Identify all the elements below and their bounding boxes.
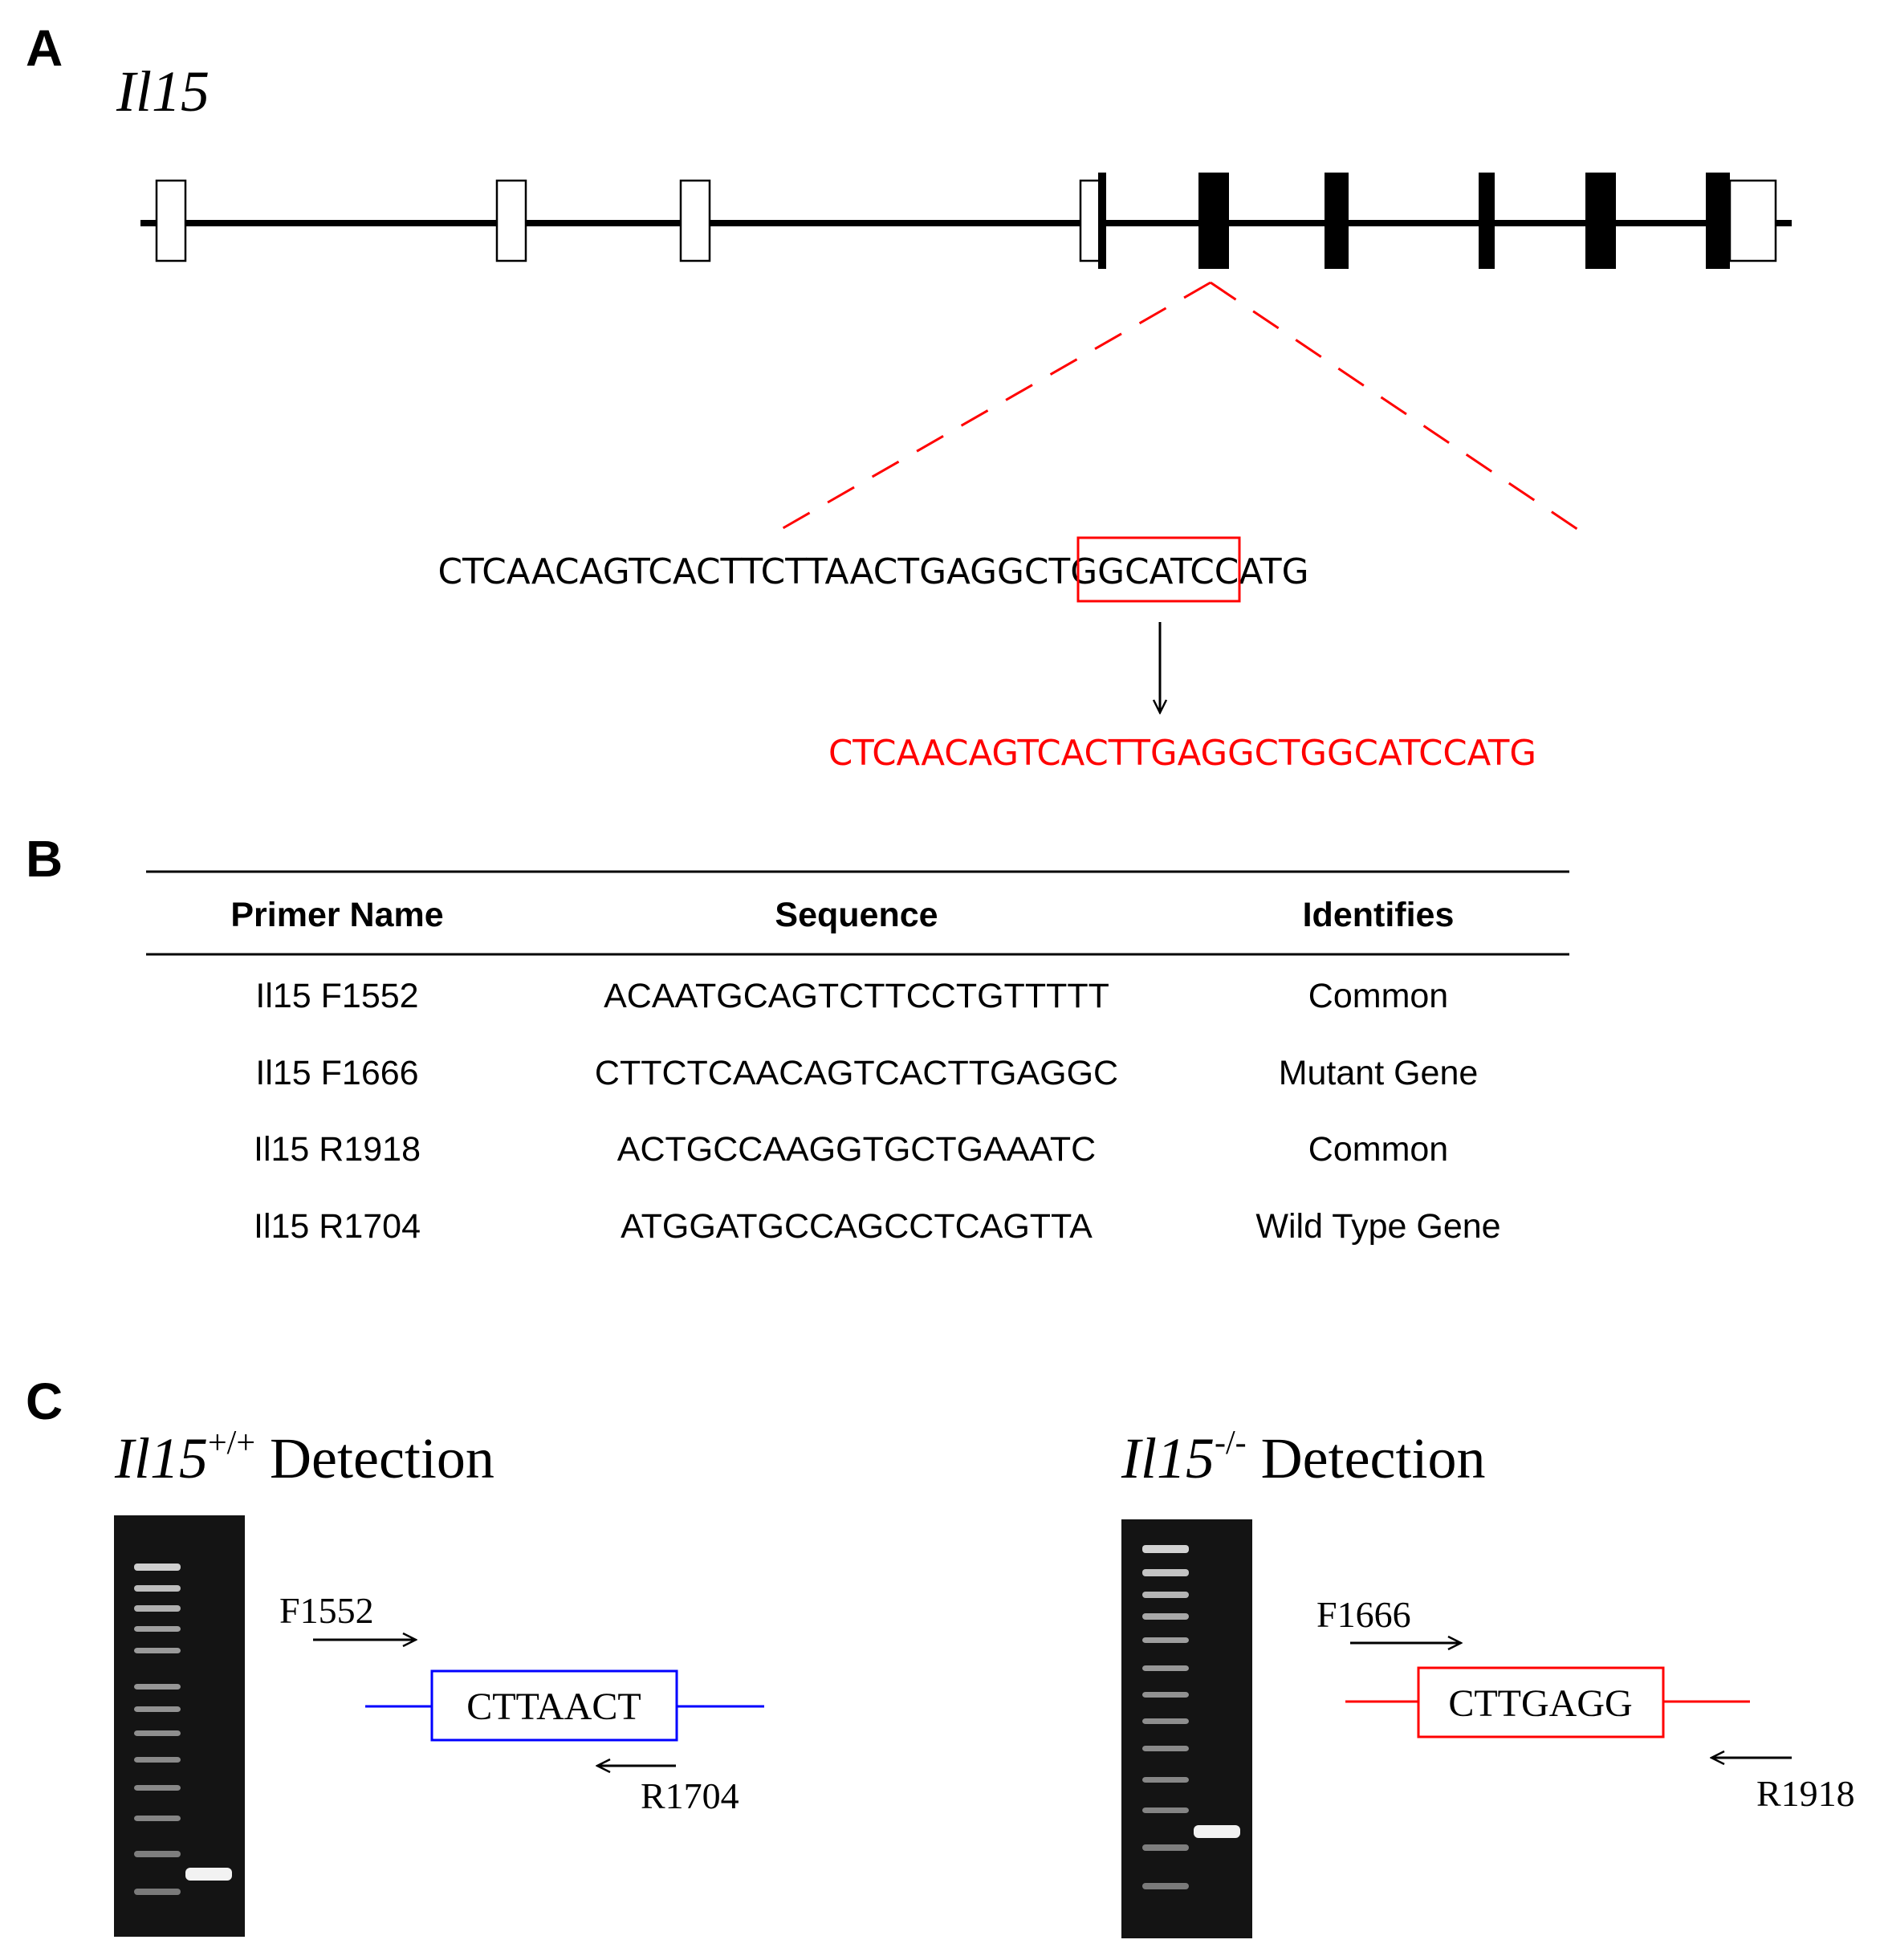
wt-target-box [430,1669,678,1742]
ko-detection-title: Il15-/- Detection [1121,1425,1486,1490]
wt-gene-name: Il15 [114,1426,208,1490]
deletion-highlight-box [1076,536,1241,603]
wt-detection-label: Detection [255,1426,494,1490]
ladder-band [134,1730,181,1736]
ko-forward-primer-label: F1666 [1316,1594,1411,1635]
cell-sequence: CTTCTCAACAGTCACTTGAGGC [595,1054,1118,1092]
ko-reverse-primer-label: R1918 [1756,1773,1855,1814]
ladder-band [134,1564,181,1571]
ladder-band [1142,1569,1189,1576]
wt-reverse-primer-label: R1704 [641,1775,739,1816]
ladder-band [134,1889,181,1895]
cell-identifies: Mutant Gene [1279,1054,1479,1092]
cell-primer-name: Il15 R1918 [254,1130,421,1169]
wt-gel-image [114,1515,245,1937]
ladder-band [134,1585,181,1592]
exon-noncoding-2 [495,179,527,262]
panel-a-label: A [26,19,63,77]
sample-band [1194,1825,1240,1838]
wildtype-sequence: CTCAACAGTCACTTCTTAACTGAGGCTGGCATCCATG [438,551,1309,592]
header-sequence: Sequence [775,896,938,934]
ladder-band [1142,1665,1189,1671]
ladder-band [1142,1637,1189,1643]
zoom-lines [768,281,1589,538]
exon-utr-3prime [1728,179,1777,262]
ladder-band [134,1684,181,1690]
zoom-line-left [768,281,1211,538]
zoom-line-right [1210,281,1589,538]
seq-suffix: GAGGCTGGCATCCATG [919,551,1308,592]
cell-identifies: Wild Type Gene [1255,1207,1500,1246]
ladder-band [134,1706,181,1712]
table-row: Il15 F1666 CTTCTCAACAGTCACTTGAGGC Mutant… [255,1054,1478,1092]
ladder-band [1142,1746,1189,1751]
ko-target-box [1417,1666,1665,1738]
exon-noncoding-3 [679,179,711,262]
ko-gene-name: Il15 [1121,1426,1215,1490]
header-identifies: Identifies [1303,896,1455,934]
exon-coding-5 [1585,173,1616,269]
ko-target-sequence: CTTGAGG [1448,1682,1632,1725]
ladder-band [134,1816,181,1821]
cell-sequence: ATGGATGCCAGCCTCAGTTA [621,1207,1093,1246]
seq-prefix: CTCAACAGTCACTT [438,551,763,592]
cell-primer-name: Il15 R1704 [254,1207,421,1246]
ladder-band [134,1605,181,1612]
ladder-band [1142,1613,1189,1620]
ladder-band [134,1851,181,1857]
exon-noncoding-4 [1079,179,1101,262]
exon-coding-start [1098,173,1106,269]
cell-identifies: Common [1308,977,1448,1015]
ladder-band [1142,1777,1189,1783]
ladder-band [1142,1844,1189,1851]
exon-coding-target [1198,173,1229,269]
exon-coding-3 [1325,173,1349,269]
ladder-band [1142,1718,1189,1724]
primer-table: Primer Name Sequence Identifies Il15 F15… [146,870,1569,1246]
mutant-sequence: CTCAACAGTCACTTGAGGCTGGCATCCATG [828,733,1536,774]
cell-sequence: ACAATGCAGTCTTCCTGTTTTT [604,977,1109,1015]
cell-primer-name: Il15 F1552 [255,977,418,1015]
cell-sequence: ACTGCCAAGGTGCTGAAATC [617,1130,1096,1169]
gene-structure [140,173,1792,269]
ko-genotype-superscript: -/- [1215,1425,1247,1462]
ladder-band [134,1626,181,1632]
ladder-band [1142,1808,1189,1813]
exon-coding-6 [1706,173,1730,269]
ladder-band [134,1785,181,1791]
ladder-band [134,1757,181,1763]
wt-detection-title: Il15+/+ Detection [114,1425,494,1490]
gene-title: Il15 [116,59,210,124]
ladder-band [1142,1592,1189,1598]
ladder-band [1142,1545,1189,1553]
ko-detection-label: Detection [1247,1426,1486,1490]
wt-genotype-superscript: +/+ [208,1425,255,1462]
table-row: Il15 R1704 ATGGATGCCAGCCTCAGTTA Wild Typ… [254,1207,1501,1246]
panel-b-label: B [26,830,63,888]
cell-primer-name: Il15 F1666 [255,1054,418,1092]
ladder-band [134,1648,181,1653]
ladder-band [1142,1692,1189,1698]
header-primer-name: Primer Name [230,896,443,934]
wt-target-sequence: CTTAACT [466,1686,641,1728]
sample-band [185,1868,232,1881]
table-row: Il15 R1918 ACTGCCAAGGTGCTGAAATC Common [254,1130,1448,1169]
exon-coding-4 [1479,173,1495,269]
wt-forward-primer-label: F1552 [279,1590,374,1631]
ladder-band [1142,1883,1189,1889]
panel-c-label: C [26,1372,63,1430]
seq-target: CTTAACT [761,551,920,592]
cell-identifies: Common [1308,1130,1448,1169]
ko-gel-image [1121,1519,1252,1938]
table-row: Il15 F1552 ACAATGCAGTCTTCCTGTTTTT Common [255,977,1448,1015]
exon-noncoding-1 [155,179,187,262]
gel-background [1121,1519,1252,1938]
